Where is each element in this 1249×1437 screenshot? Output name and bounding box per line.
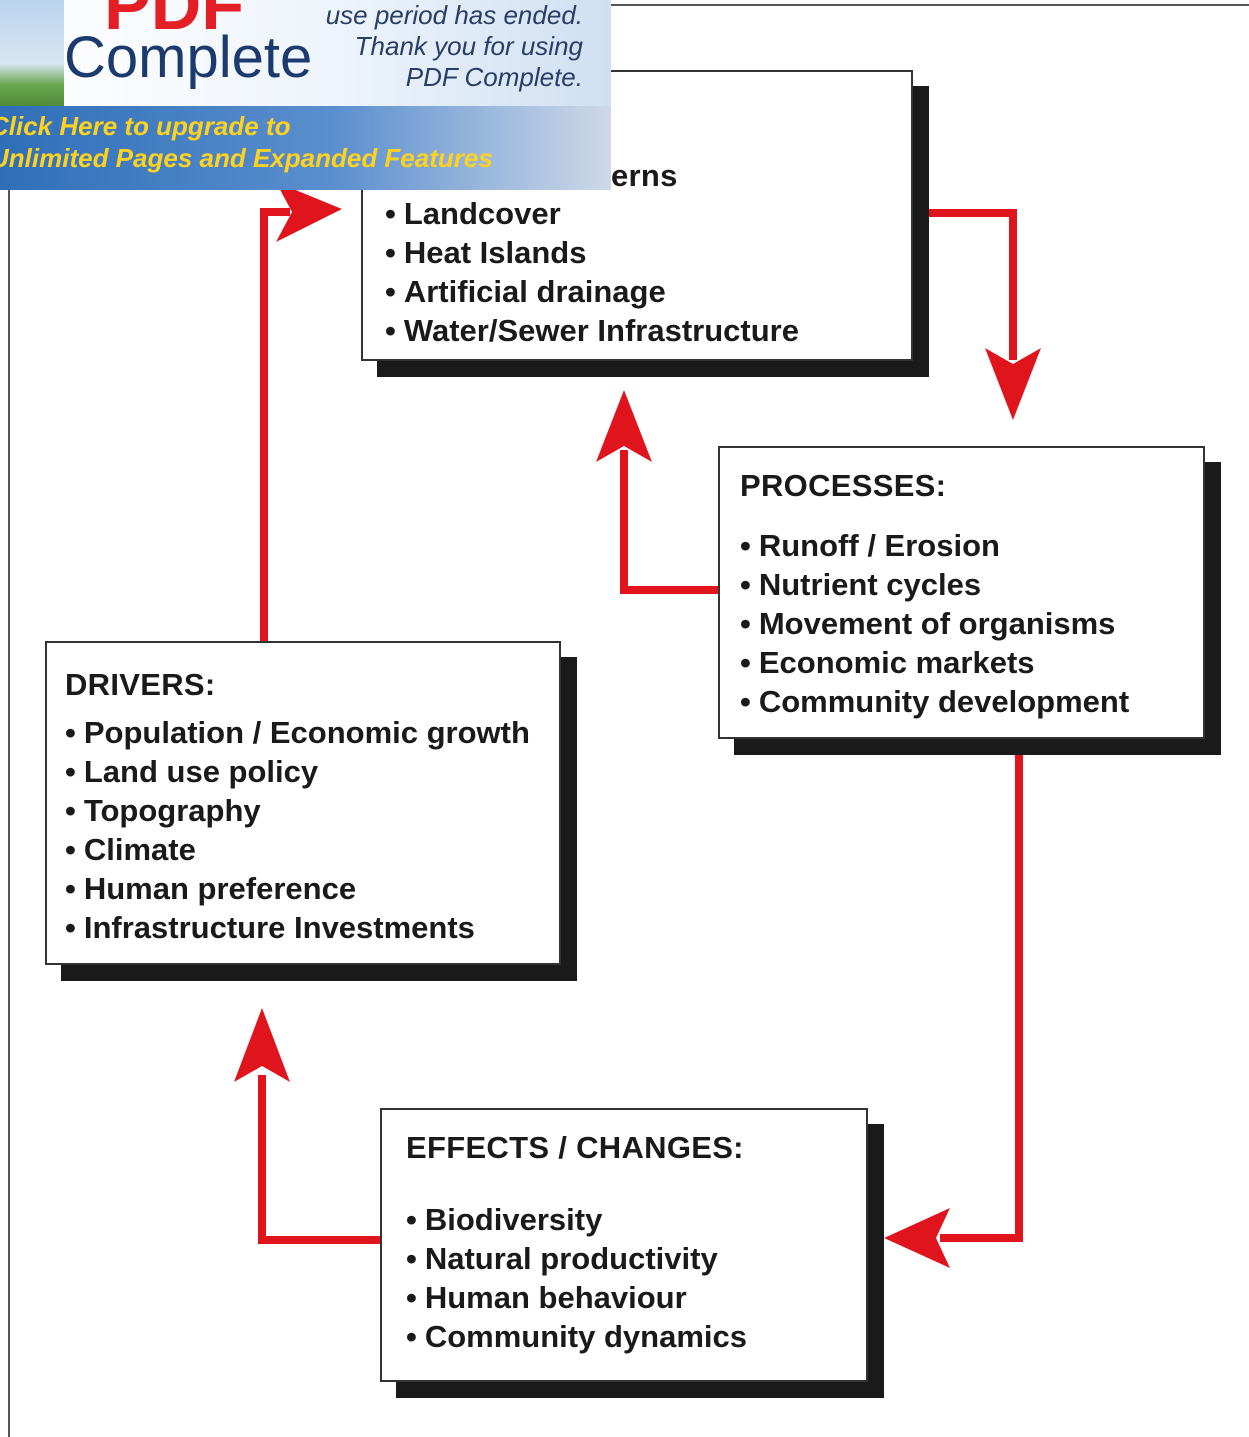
arrow-processes-to-effects (940, 752, 1023, 1242)
banner-message-line: use period has ended. (325, 0, 583, 30)
list-item: Economic markets (740, 643, 1129, 682)
banner-bottom (0, 106, 611, 190)
pdf-complete-banner[interactable]: PDF Complete use period has ended. Thank… (0, 0, 611, 190)
banner-message-line: PDF Complete. (405, 62, 583, 92)
banner-message: use period has ended. Thank you for usin… (326, 0, 583, 93)
list-item: Biodiversity (406, 1200, 747, 1239)
arrow-patterns-to-processes (928, 209, 1017, 360)
banner-message-line: Thank you for using (354, 31, 583, 61)
list-item: Runoff / Erosion (740, 526, 1129, 565)
upgrade-link[interactable]: Click Here to upgrade to Unlimited Pages… (0, 110, 493, 174)
arrowhead-right-patterns (276, 182, 342, 242)
list-item: Heat Islands (385, 233, 799, 272)
arrow-effects-to-drivers (258, 1075, 380, 1244)
list-item: Climate (65, 830, 530, 869)
arrowhead-left-effects (884, 1208, 950, 1268)
effects-list: Biodiversity Natural productivity Human … (406, 1200, 747, 1356)
processes-box: PROCESSES: Runoff / Erosion Nutrient cyc… (718, 446, 1205, 739)
page-border-left (8, 190, 10, 1437)
list-item: Nutrient cycles (740, 565, 1129, 604)
drivers-box: DRIVERS: Population / Economic growth La… (45, 641, 561, 965)
arrow-processes-to-patterns (620, 450, 718, 594)
patterns-heading: erns (611, 158, 678, 193)
list-item: Population / Economic growth (65, 713, 530, 752)
list-item: Land use policy (65, 752, 530, 791)
drivers-heading: DRIVERS: (65, 667, 216, 702)
list-item: Artificial drainage (385, 272, 799, 311)
arrowhead-up-drivers (234, 1008, 290, 1082)
list-item: Human preference (65, 869, 530, 908)
processes-heading: PROCESSES: (740, 468, 947, 503)
arrow-drivers-to-patterns (260, 208, 290, 641)
patterns-list: Landcover Heat Islands Artificial draina… (385, 194, 799, 350)
list-item: Movement of organisms (740, 604, 1129, 643)
upgrade-link-line[interactable]: Click Here to upgrade to (0, 111, 291, 141)
arrowhead-down-processes (985, 348, 1041, 420)
effects-heading: EFFECTS / CHANGES: (406, 1130, 744, 1165)
drivers-list: Population / Economic growth Land use po… (65, 713, 530, 947)
list-item: Human behaviour (406, 1278, 747, 1317)
list-item: Infrastructure Investments (65, 908, 530, 947)
list-item: Water/Sewer Infrastructure (385, 311, 799, 350)
arrowhead-up-patterns (596, 390, 652, 462)
banner-logo-complete: Complete (64, 25, 313, 90)
list-item: Community dynamics (406, 1317, 747, 1356)
banner-top (0, 0, 611, 106)
banner-logo-pdf: PDF (104, 0, 244, 44)
list-item: Community development (740, 682, 1129, 721)
list-item: Landcover (385, 194, 799, 233)
patterns-box: erns Landcover Heat Islands Artificial d… (361, 70, 913, 361)
effects-box: EFFECTS / CHANGES: Biodiversity Natural … (380, 1108, 868, 1382)
page-border-top (610, 4, 1249, 6)
upgrade-link-line[interactable]: Unlimited Pages and Expanded Features (0, 143, 493, 173)
banner-photo-icon (0, 0, 64, 106)
processes-list: Runoff / Erosion Nutrient cycles Movemen… (740, 526, 1129, 721)
list-item: Natural productivity (406, 1239, 747, 1278)
list-item: Topography (65, 791, 530, 830)
